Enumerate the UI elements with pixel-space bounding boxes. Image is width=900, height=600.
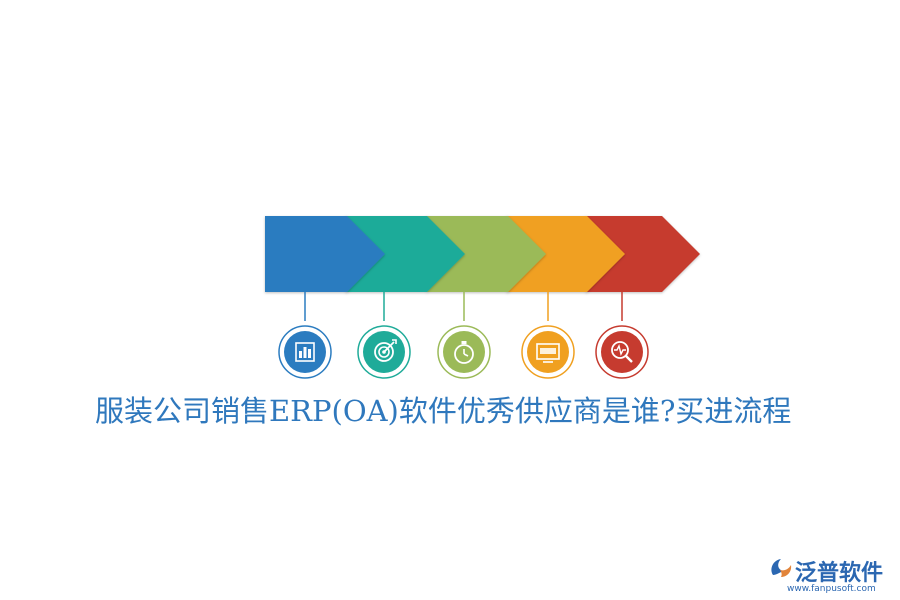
arrow-segment-1 xyxy=(265,216,385,292)
brand-url: www.fanpusoft.com xyxy=(787,584,876,594)
arrow-segment-2 xyxy=(345,216,465,292)
arrow-segment-4 xyxy=(506,216,625,292)
diagram-title: 服装公司销售ERP(OA)软件优秀供应商是谁?买进流程 xyxy=(95,394,792,428)
arrow-chain xyxy=(265,216,700,292)
target-icon xyxy=(357,325,411,379)
stopwatch-icon xyxy=(437,325,491,379)
brand-name: 泛普软件 xyxy=(795,561,884,586)
step-icons xyxy=(278,325,649,379)
screen-icon xyxy=(521,325,575,379)
heartbeat-magnifier-icon xyxy=(595,325,649,379)
brand-watermark: 泛普软件 www.fanpusoft.com xyxy=(767,553,897,595)
brand-logo-icon xyxy=(771,559,792,577)
bar-chart-icon xyxy=(278,325,332,379)
connector-lines xyxy=(304,292,623,321)
arrow-segment-5 xyxy=(585,216,700,292)
arrow-segment-3 xyxy=(426,216,546,292)
